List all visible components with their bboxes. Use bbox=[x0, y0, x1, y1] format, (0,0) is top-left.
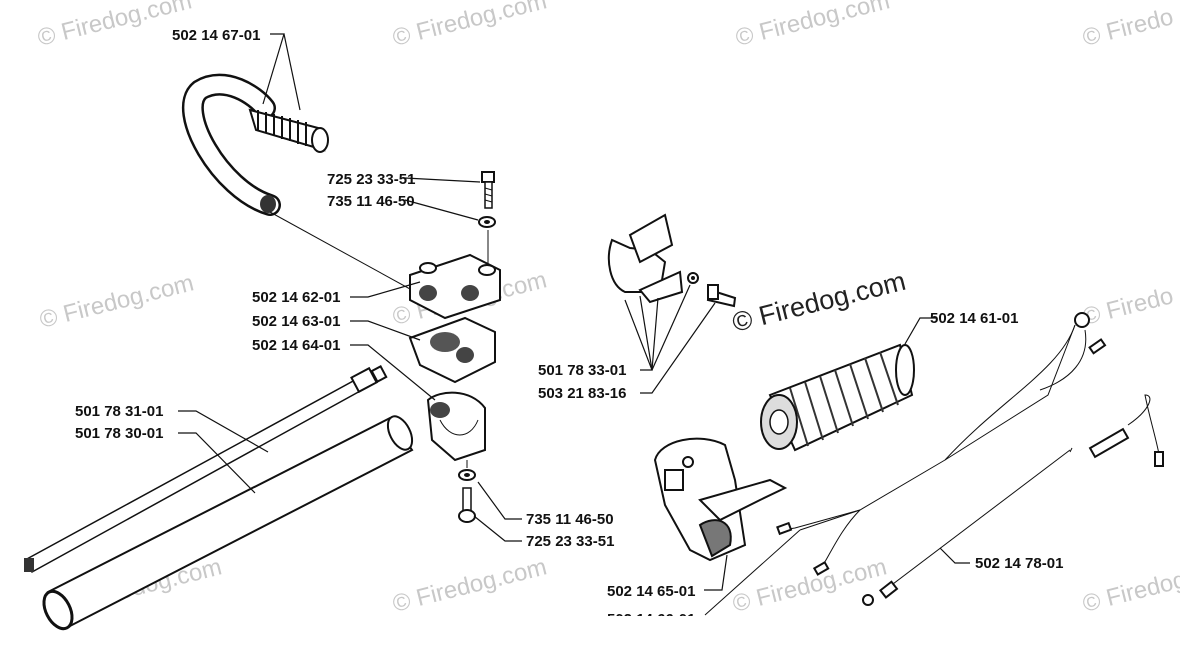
wire-part bbox=[704, 312, 1107, 616]
shaft-tube-part bbox=[42, 415, 414, 631]
bracket-part bbox=[607, 213, 737, 308]
clamp-lower-part bbox=[426, 391, 486, 462]
label-shaft-inner: 501 78 31-01 bbox=[75, 403, 163, 420]
screw-top-part bbox=[478, 171, 496, 265]
label-cable: 502 14 78-01 bbox=[975, 555, 1063, 572]
label-throttle-housing: 502 14 65-01 bbox=[607, 583, 695, 600]
throttle-part bbox=[653, 437, 788, 562]
label-screw-top: 725 23 33-51 bbox=[327, 171, 415, 188]
label-bracket-kit: 501 78 33-01 bbox=[538, 362, 626, 379]
clamp-middle-part bbox=[408, 316, 496, 384]
clamp-upper-part bbox=[409, 253, 501, 320]
label-mask bbox=[600, 616, 710, 630]
watermark: © Firedog.com bbox=[37, 269, 197, 333]
label-washer-bottom: 735 11 46-50 bbox=[526, 511, 614, 528]
label-clamp-middle: 502 14 63-01 bbox=[252, 313, 340, 330]
watermark: © Firedog.com bbox=[35, 0, 195, 52]
watermark: © Firedog.com bbox=[733, 0, 893, 52]
watermark: © Firedog.com bbox=[390, 553, 550, 617]
label-shaft-tube: 501 78 30-01 bbox=[75, 425, 163, 442]
label-clamp-upper: 502 14 62-01 bbox=[252, 289, 340, 306]
watermark: © Firedog bbox=[1080, 566, 1180, 618]
handle-bar-part bbox=[181, 73, 431, 301]
label-bracket-screw: 503 21 83-16 bbox=[538, 385, 626, 402]
screw-bottom-part bbox=[458, 460, 476, 523]
grip-part bbox=[760, 343, 915, 452]
watermark: © Firedo bbox=[1080, 282, 1176, 331]
watermark: © Firedog.com bbox=[730, 553, 890, 617]
watermark: © Firedog.com bbox=[390, 0, 550, 52]
leader-lines bbox=[178, 33, 970, 591]
label-clamp-lower: 502 14 64-01 bbox=[252, 337, 340, 354]
watermark: © Firedo bbox=[1080, 3, 1176, 52]
label-screw-bottom: 725 23 33-51 bbox=[526, 533, 614, 550]
label-grip: 502 14 61-01 bbox=[930, 310, 1018, 327]
label-handle-bar: 502 14 67-01 bbox=[172, 27, 260, 44]
watermark-center: © Firedog.com bbox=[729, 266, 908, 338]
shaft-inner-part bbox=[23, 365, 388, 574]
label-washer-top: 735 11 46-50 bbox=[327, 193, 415, 210]
cable-part bbox=[862, 394, 1164, 606]
